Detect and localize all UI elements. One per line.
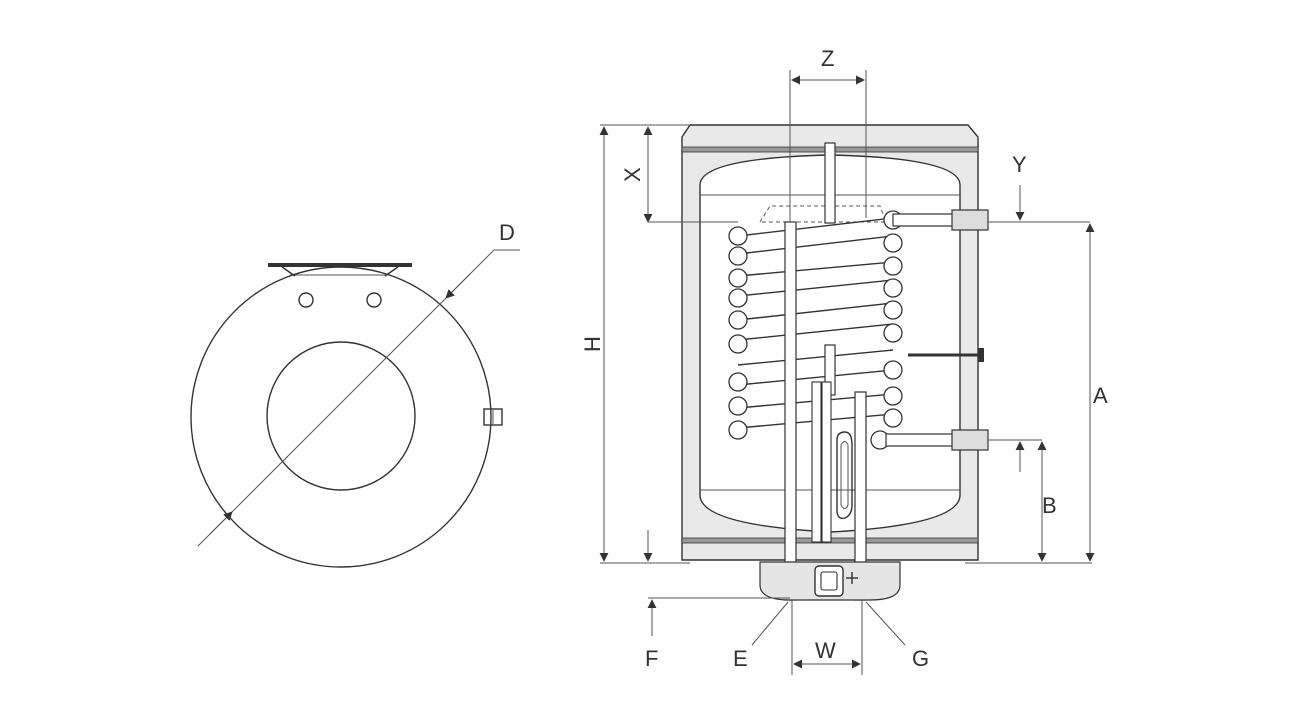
label-y: Y <box>1012 152 1027 177</box>
outer-shell-circle <box>190 266 492 568</box>
side-view <box>681 124 989 601</box>
label-a: A <box>1093 383 1108 408</box>
anode-cap-dashed <box>759 205 887 223</box>
label-f: F <box>645 646 658 671</box>
label-b: B <box>1042 493 1057 518</box>
label-g: G <box>912 646 929 671</box>
coil-outlet-fitting <box>951 429 989 451</box>
label-e: E <box>733 646 748 671</box>
dimension-lines <box>599 70 1095 675</box>
heating-element <box>811 381 853 543</box>
diameter-dimension <box>197 249 520 547</box>
coil-inlet-fitting <box>951 209 989 231</box>
pipe-hole-right <box>366 292 382 308</box>
coil-inlet-pipe <box>892 213 954 227</box>
label-z: Z <box>821 46 834 71</box>
label-h: H <box>580 336 605 352</box>
coil-outlet-pipe <box>885 433 954 447</box>
label-d: D <box>499 220 515 245</box>
sensor-probe <box>908 348 984 362</box>
top-rod <box>824 142 836 224</box>
label-w: W <box>815 638 836 663</box>
cold-water-pipe <box>784 221 797 601</box>
top-view: D <box>190 220 520 568</box>
thermostat-box <box>814 565 844 597</box>
label-x: X <box>620 167 645 182</box>
pipe-hole-left <box>298 292 314 308</box>
inner-flange-circle <box>266 341 416 491</box>
